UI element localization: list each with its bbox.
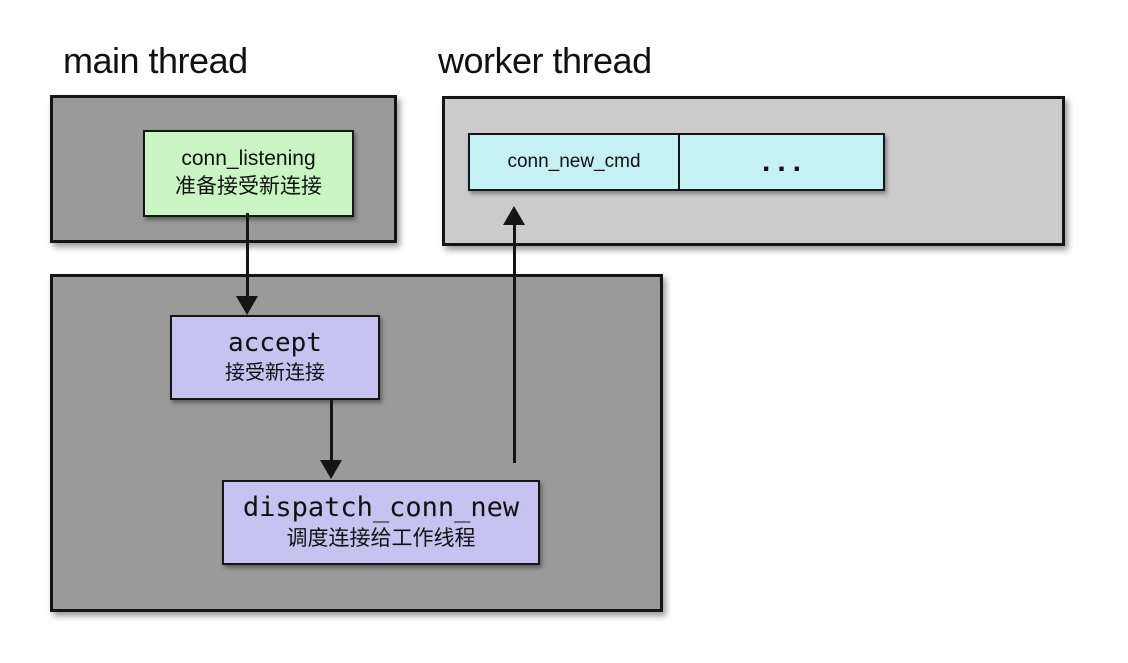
arrowhead-down-icon <box>320 460 342 479</box>
dispatch-conn-new-label: dispatch_conn_new <box>242 492 520 523</box>
accept-label: accept <box>228 328 322 358</box>
arrow-line <box>329 399 333 462</box>
worker-queue: conn_new_cmd ... <box>468 133 885 191</box>
worker-thread-title: worker thread <box>438 40 652 81</box>
conn-listening-label: conn_listening <box>181 147 316 170</box>
main-thread-loop-box: accept 接受新连接 dispatch_conn_new 调度连接给工作线程 <box>50 274 663 612</box>
arrowhead-up-icon <box>503 206 525 225</box>
conn-listening-caption: 准备接受新连接 <box>175 175 322 198</box>
arrow-line <box>245 213 249 298</box>
queue-ellipsis-cell: ... <box>761 145 808 178</box>
accept-node: accept 接受新连接 <box>170 315 380 400</box>
main-thread-title: main thread <box>63 40 248 81</box>
conn-listening-node: conn_listening 准备接受新连接 <box>143 130 354 217</box>
accept-caption: 接受新连接 <box>225 362 325 384</box>
main-thread-box: conn_listening 准备接受新连接 <box>50 95 397 243</box>
conn-new-cmd-cell: conn_new_cmd <box>470 135 680 189</box>
dispatch-conn-new-caption: 调度连接给工作线程 <box>286 527 476 550</box>
worker-thread-box: conn_new_cmd ... <box>442 96 1065 246</box>
arrowhead-down-icon <box>236 296 258 315</box>
arrow-line <box>512 224 516 463</box>
dispatch-conn-new-node: dispatch_conn_new 调度连接给工作线程 <box>222 480 540 565</box>
